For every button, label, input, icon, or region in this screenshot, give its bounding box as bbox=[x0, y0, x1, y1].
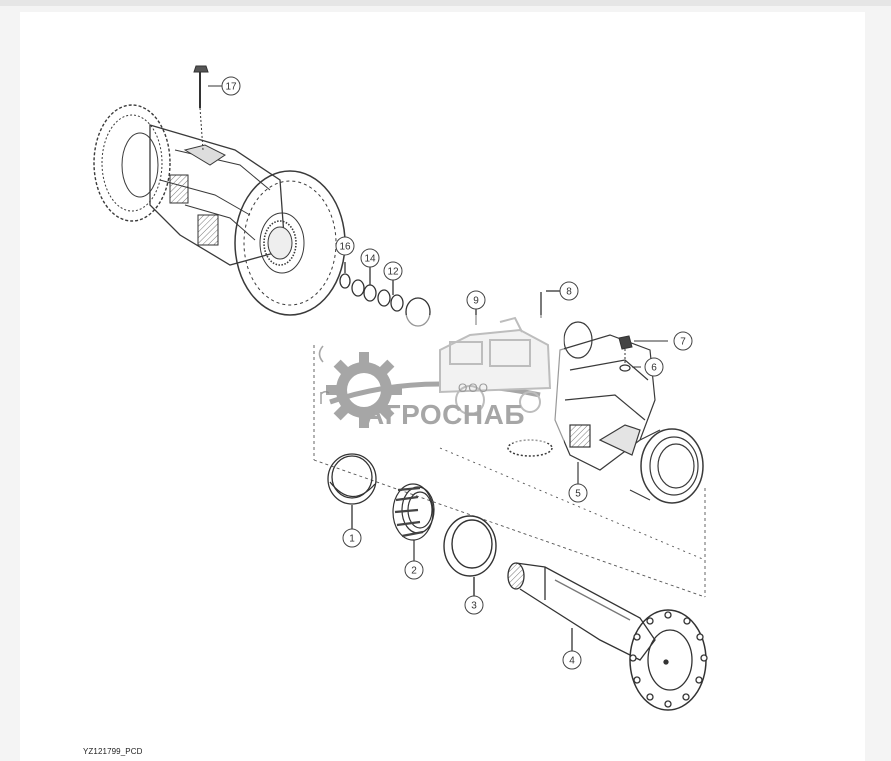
callout-9: 9 bbox=[466, 290, 486, 310]
figure-id-label: YZ121799_PCD bbox=[83, 747, 143, 756]
part-rings-16-14-12 bbox=[339, 262, 560, 327]
svg-text:7: 7 bbox=[680, 337, 686, 348]
callout-6: 6 bbox=[644, 357, 664, 377]
svg-text:12: 12 bbox=[387, 267, 399, 278]
svg-text:14: 14 bbox=[364, 254, 376, 265]
svg-text:16: 16 bbox=[339, 242, 351, 253]
final-drive-assembly bbox=[93, 104, 346, 316]
callout-16: 16 bbox=[335, 236, 355, 256]
svg-text:8: 8 bbox=[566, 287, 572, 298]
callout-17: 17 bbox=[221, 76, 241, 96]
svg-text:6: 6 bbox=[651, 363, 657, 374]
svg-text:3: 3 bbox=[471, 601, 477, 612]
top-bar bbox=[0, 0, 891, 6]
svg-text:2: 2 bbox=[411, 566, 417, 577]
part-4-axle-shaft bbox=[507, 562, 708, 711]
svg-text:9: 9 bbox=[473, 296, 479, 307]
part-3-seal-ring bbox=[443, 515, 497, 597]
svg-text:4: 4 bbox=[569, 656, 575, 667]
callout-5: 5 bbox=[568, 483, 588, 503]
watermark-logo: ООО АГРОСНАБ bbox=[318, 315, 564, 443]
part-2-bearing-cone bbox=[392, 483, 435, 562]
svg-text:5: 5 bbox=[575, 489, 581, 500]
svg-text:1: 1 bbox=[349, 534, 355, 545]
watermark-prefix: ООО bbox=[458, 381, 489, 395]
callout-7: 7 bbox=[673, 331, 693, 351]
callout-3: 3 bbox=[464, 595, 484, 615]
callout-8: 8 bbox=[559, 281, 579, 301]
part-1-bearing-cup bbox=[327, 453, 377, 532]
assembly-leader-lines bbox=[313, 345, 706, 598]
callout-12: 12 bbox=[383, 261, 403, 281]
part-17-bolt bbox=[193, 65, 222, 151]
svg-text:17: 17 bbox=[225, 82, 237, 93]
callout-4: 4 bbox=[562, 650, 582, 670]
callout-2: 2 bbox=[404, 560, 424, 580]
callout-14: 14 bbox=[360, 248, 380, 268]
watermark-brand: АГРОСНАБ bbox=[364, 399, 525, 430]
part-7-nut-and-6-washer bbox=[618, 335, 668, 372]
callout-1: 1 bbox=[342, 528, 362, 548]
right-margin bbox=[866, 12, 891, 761]
